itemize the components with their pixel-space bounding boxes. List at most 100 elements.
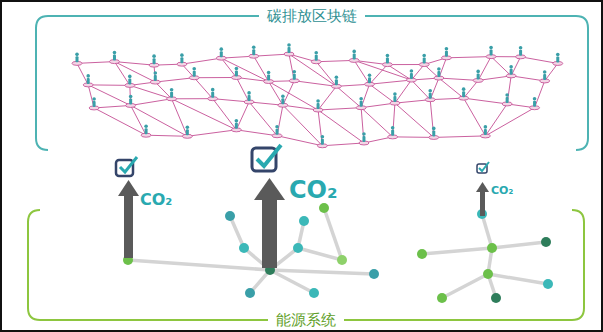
grid-link xyxy=(492,242,546,248)
peer-body xyxy=(423,58,426,64)
peer-node xyxy=(382,54,392,67)
chain-link xyxy=(387,64,424,65)
peer-body xyxy=(235,70,238,76)
chain-link xyxy=(318,108,361,110)
peer-node xyxy=(231,119,241,132)
peer-node xyxy=(231,67,241,80)
check-icons xyxy=(116,145,489,176)
peer-node xyxy=(553,53,563,66)
peer-node xyxy=(516,46,526,59)
chain-link xyxy=(187,130,236,136)
peer-body xyxy=(315,55,318,61)
energy-network xyxy=(123,203,553,303)
region-title: 碳排放区块链 xyxy=(259,7,365,25)
grid-link xyxy=(270,270,314,293)
chain-link xyxy=(236,130,277,136)
peer-head xyxy=(484,125,488,129)
grid-link xyxy=(422,248,492,254)
peer-head xyxy=(235,119,239,123)
chain-link xyxy=(213,99,249,102)
energy-node xyxy=(437,293,447,303)
chain-link xyxy=(521,57,558,64)
bracket-line xyxy=(36,16,588,150)
chain-link xyxy=(221,58,236,77)
grid-link xyxy=(324,208,342,260)
peer-body xyxy=(362,136,365,142)
peer-body xyxy=(437,71,440,77)
peer-head xyxy=(292,70,296,74)
chain-link xyxy=(155,78,194,82)
peer-body xyxy=(288,47,291,53)
peer-head xyxy=(92,97,96,101)
peer-body xyxy=(391,130,394,136)
chain-link xyxy=(545,63,558,81)
peer-body xyxy=(220,51,223,57)
peer-node xyxy=(506,65,516,78)
peer-head xyxy=(186,125,190,129)
peer-head xyxy=(235,67,239,71)
chain-link xyxy=(318,86,336,110)
peer-head xyxy=(281,94,285,98)
peer-node xyxy=(149,54,159,67)
peer-head xyxy=(445,47,449,51)
energy-node xyxy=(309,288,319,298)
peer-body xyxy=(519,50,522,56)
peer-head xyxy=(170,88,174,92)
peer-head xyxy=(476,70,480,74)
peer-node xyxy=(540,70,550,83)
peer-body xyxy=(154,75,157,81)
peer-head xyxy=(153,71,157,75)
peer-node xyxy=(459,87,469,100)
bracket-outline xyxy=(28,210,584,320)
chain-link xyxy=(535,81,545,108)
peer-body xyxy=(113,55,116,61)
peer-node xyxy=(425,89,435,102)
peer-node xyxy=(441,47,451,60)
grid-link xyxy=(488,274,548,284)
chain-link xyxy=(393,136,434,138)
peer-body xyxy=(368,77,371,83)
energy-node xyxy=(239,243,249,253)
peer-node xyxy=(473,70,483,83)
peer-node xyxy=(189,67,199,80)
peer-body xyxy=(267,74,270,80)
peer-head xyxy=(556,53,560,57)
chain-link xyxy=(172,99,188,136)
energy-node xyxy=(417,249,427,259)
peer-node xyxy=(313,99,323,112)
chain-link xyxy=(194,78,212,99)
chain-link xyxy=(370,65,388,85)
chain-link xyxy=(395,103,434,137)
peer-node xyxy=(480,125,490,138)
arrow-shaft xyxy=(124,194,133,258)
peer-body xyxy=(76,56,79,62)
peer-node xyxy=(244,91,254,104)
peer-head xyxy=(519,46,523,50)
peer-body xyxy=(276,129,279,135)
chain-link xyxy=(269,81,318,110)
peer-head xyxy=(113,51,117,55)
peer-head xyxy=(211,88,215,92)
peer-body xyxy=(93,101,96,107)
peer-body xyxy=(186,129,189,135)
peer-node xyxy=(406,69,416,82)
peer-body xyxy=(353,53,356,59)
peer-body xyxy=(129,98,132,104)
peer-node xyxy=(141,124,151,137)
peer-body xyxy=(462,91,465,97)
peer-body xyxy=(556,56,559,62)
grid-link xyxy=(128,260,270,270)
grid-link xyxy=(298,248,342,260)
peer-head xyxy=(428,89,432,93)
peer-head xyxy=(362,132,366,136)
peer-node xyxy=(311,51,321,64)
peer-body xyxy=(484,129,487,135)
energy-node xyxy=(541,237,551,247)
peer-node xyxy=(429,127,439,140)
peer-node xyxy=(331,76,341,89)
peer-body xyxy=(153,58,156,64)
chain-link xyxy=(88,84,130,85)
co2-label: CO₂ xyxy=(140,192,172,208)
energy-node xyxy=(369,269,379,279)
